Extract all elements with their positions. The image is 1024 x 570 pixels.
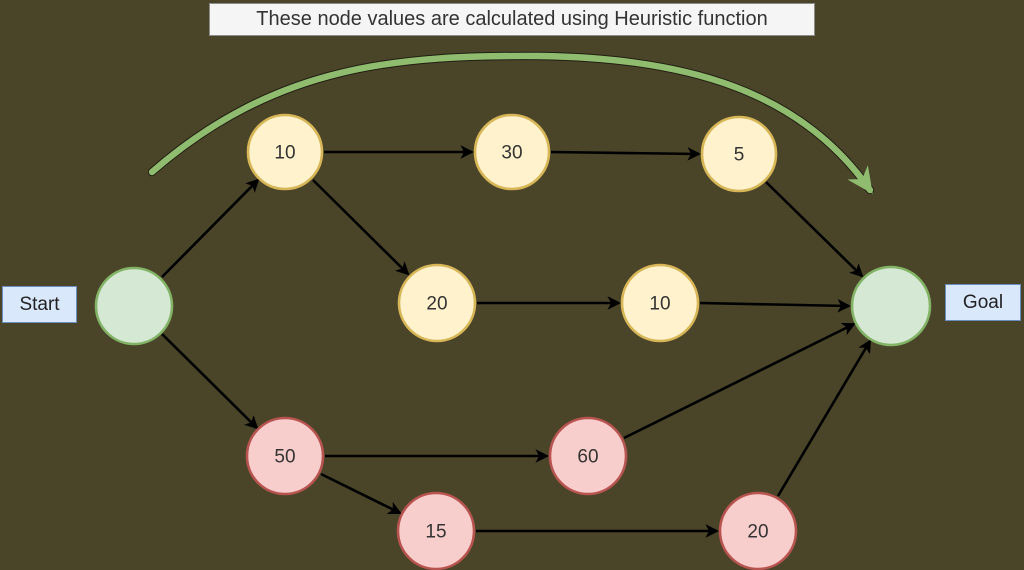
node-circle xyxy=(246,113,324,191)
node-value: 10 xyxy=(274,143,295,164)
goal-label: Goal xyxy=(945,284,1021,321)
node-value: 10 xyxy=(649,294,670,315)
node-circle xyxy=(700,115,778,193)
start-node-circle xyxy=(94,266,174,346)
node-circle xyxy=(718,491,798,570)
edge-n5-goal xyxy=(765,181,864,278)
node-value: 15 xyxy=(425,522,446,543)
node-value: 60 xyxy=(577,447,598,468)
node-start xyxy=(94,266,174,346)
node-h10-mid: 10 xyxy=(620,263,700,343)
node-h5: 5 xyxy=(700,115,778,193)
node-value: 50 xyxy=(274,447,295,468)
edge-start-n10top xyxy=(161,178,260,278)
node-circle xyxy=(396,491,476,570)
node-h60: 60 xyxy=(548,416,628,496)
node-value: 30 xyxy=(501,143,522,164)
node-h10-top: 10 xyxy=(246,113,324,191)
edge-n50-n15 xyxy=(320,472,402,515)
goal-node-circle xyxy=(850,265,932,347)
title-box: These node values are calculated using H… xyxy=(209,3,815,36)
node-h30: 30 xyxy=(473,113,551,191)
node-circle xyxy=(620,263,700,343)
node-h50: 50 xyxy=(245,416,325,496)
node-circle xyxy=(548,416,628,496)
edges-layer xyxy=(161,145,872,538)
edge-n10mid-goal xyxy=(699,299,852,313)
edge-n20bot-goal xyxy=(776,339,872,497)
edge-n60-goal xyxy=(623,322,856,440)
node-value: 5 xyxy=(734,145,745,166)
start-label: Start xyxy=(2,286,77,323)
node-value: 20 xyxy=(747,522,768,543)
edge-n30-n5 xyxy=(550,147,702,161)
node-circle xyxy=(245,416,325,496)
node-circle xyxy=(473,113,551,191)
node-h15: 15 xyxy=(396,491,476,570)
annotation-arrow-curve xyxy=(148,52,874,194)
node-h20-bot: 20 xyxy=(718,491,798,570)
node-value: 20 xyxy=(426,294,447,315)
node-circle xyxy=(397,263,477,343)
edge-n10top-n20mid xyxy=(312,179,410,276)
heuristic-annotation-arrow xyxy=(147,51,875,195)
edge-start-n50 xyxy=(161,333,259,430)
node-goal xyxy=(850,265,932,347)
node-h20-mid: 20 xyxy=(397,263,477,343)
